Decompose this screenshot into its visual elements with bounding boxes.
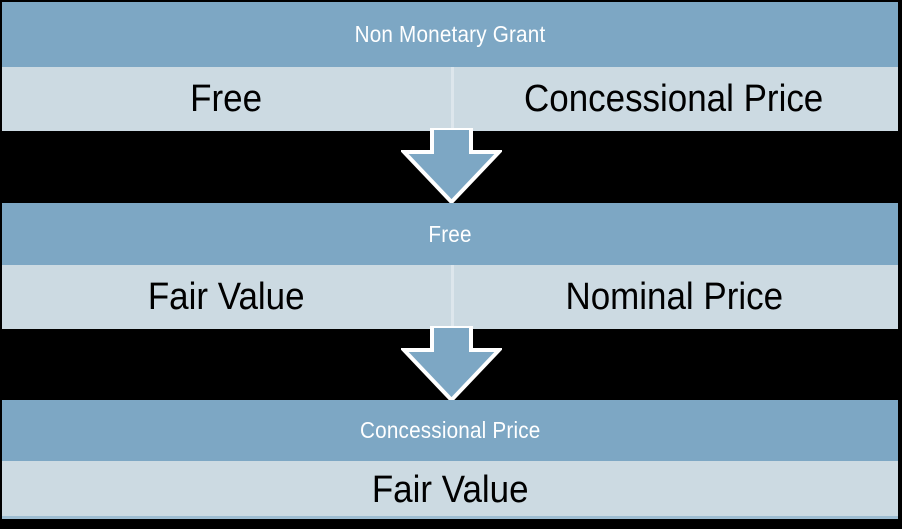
- cell-concessional-price: Concessional Price: [450, 67, 898, 131]
- column-divider: [451, 265, 454, 329]
- column-divider: [451, 67, 454, 131]
- cell-free: Free: [2, 67, 450, 131]
- cell-label: Fair Value: [371, 469, 529, 511]
- down-arrow-icon: [401, 128, 502, 205]
- cell-nominal-price: Nominal Price: [450, 265, 898, 329]
- block-header-label: Non Monetary Grant: [354, 21, 546, 47]
- block-body-free: Fair Value Nominal Price: [2, 265, 898, 329]
- diagram-block-free: Free Fair Value Nominal Price: [2, 203, 898, 329]
- block-header-label: Concessional Price: [359, 417, 541, 443]
- diagram-block-non-monetary-grant: Non Monetary Grant Free Concessional Pri…: [2, 2, 898, 131]
- cell-fair-value: Fair Value: [2, 461, 898, 519]
- cell-label: Fair Value: [147, 276, 305, 318]
- diagram-block-concessional-price: Concessional Price Fair Value: [2, 400, 898, 519]
- cell-label: Free: [190, 78, 262, 120]
- bottom-rule: [2, 516, 898, 519]
- down-arrow-icon: [401, 326, 502, 403]
- block-header-free: Free: [2, 203, 898, 265]
- block-header-concessional-price: Concessional Price: [2, 400, 898, 461]
- block-body-non-monetary-grant: Free Concessional Price: [2, 67, 898, 131]
- block-header-label: Free: [428, 220, 472, 247]
- cell-label: Concessional Price: [524, 78, 824, 120]
- block-body-concessional-price: Fair Value: [2, 461, 898, 519]
- cell-label: Nominal Price: [565, 276, 783, 318]
- block-header-non-monetary-grant: Non Monetary Grant: [2, 2, 898, 67]
- cell-fair-value: Fair Value: [2, 265, 450, 329]
